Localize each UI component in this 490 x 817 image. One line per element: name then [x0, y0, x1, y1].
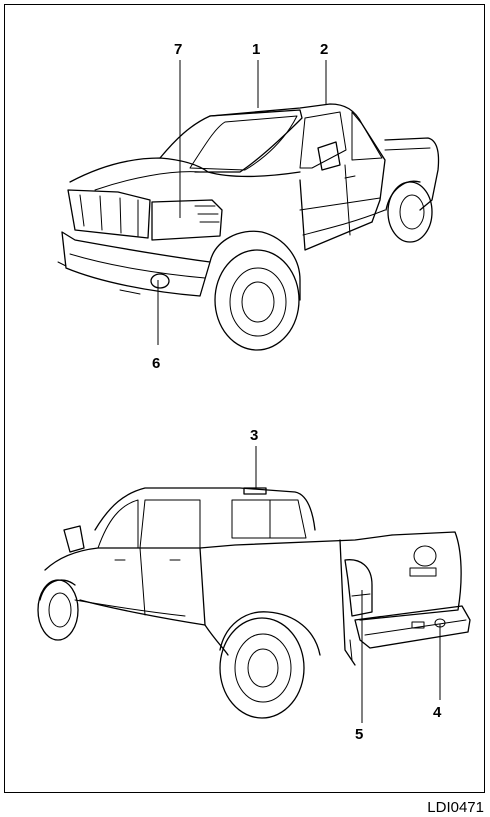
callout-4: 4 [433, 705, 441, 720]
figure-code: LDI0471 [427, 800, 484, 815]
callout-7: 7 [174, 42, 182, 57]
callout-6: 6 [152, 356, 160, 371]
truck-rear-view [38, 488, 470, 718]
truck-front-view [58, 104, 439, 350]
callout-leaders [158, 60, 440, 723]
callout-3: 3 [250, 428, 258, 443]
callout-1: 1 [252, 42, 260, 57]
callout-5: 5 [355, 727, 363, 742]
callout-2: 2 [320, 42, 328, 57]
